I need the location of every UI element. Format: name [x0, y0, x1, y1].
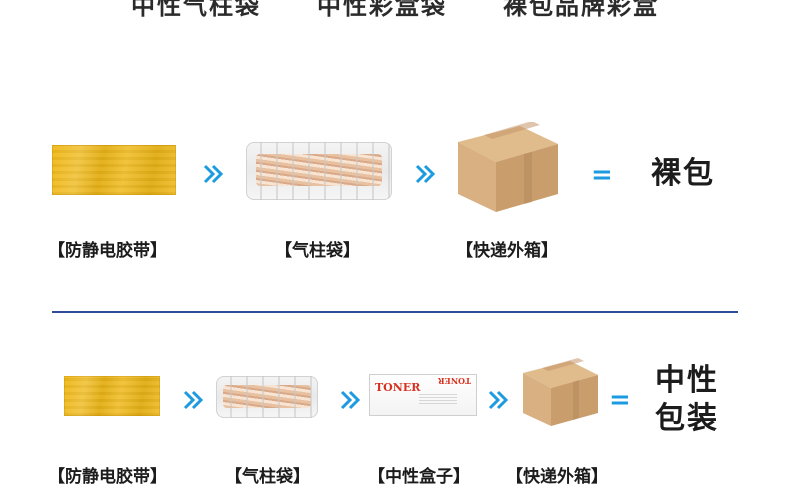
air-column-bag-image — [216, 376, 318, 418]
neutral-toner-box-image: TONER TONER — [369, 374, 477, 416]
double-chevron-right-icon — [412, 160, 440, 188]
banner-item-1: 中性气柱袋 — [131, 0, 261, 20]
banner-item-3: 裸包品牌彩盒 — [503, 0, 659, 20]
banner-item-2: 中性彩盒袋 — [317, 0, 447, 20]
label-shipping-box: 【快递外箱】 — [456, 241, 558, 261]
label-antistatic-tape: 【防静电胶带】 — [48, 467, 167, 487]
equals-sign: = — [609, 385, 631, 415]
label-air-column-bag: 【气柱袋】 — [275, 241, 360, 261]
shipping-box-image — [520, 358, 600, 428]
label-air-column-bag: 【气柱袋】 — [225, 467, 310, 487]
toner-box-logo: TONER — [375, 381, 421, 394]
result-neutral-line1: 中性 — [655, 363, 719, 398]
double-chevron-right-icon — [200, 160, 228, 188]
double-chevron-right-icon — [337, 386, 365, 414]
result-neutral-line2: 包装 — [655, 401, 719, 436]
antistatic-tape-image — [52, 145, 176, 195]
shipping-box-image — [454, 121, 560, 214]
antistatic-tape-image — [64, 376, 160, 416]
label-shipping-box: 【快递外箱】 — [506, 467, 608, 487]
section-divider — [52, 311, 738, 313]
top-banner: 中性气柱袋 中性彩盒袋 裸包品牌彩盒 — [0, 0, 790, 20]
label-neutral-box: 【中性盒子】 — [368, 467, 470, 487]
air-column-bag-image — [246, 142, 392, 200]
result-bare-pack: 裸包 — [651, 156, 715, 191]
toner-box-side-text: TONER — [438, 376, 471, 386]
double-chevron-right-icon — [180, 386, 208, 414]
label-antistatic-tape: 【防静电胶带】 — [48, 241, 167, 261]
double-chevron-right-icon — [485, 386, 513, 414]
equals-sign: = — [591, 160, 613, 190]
